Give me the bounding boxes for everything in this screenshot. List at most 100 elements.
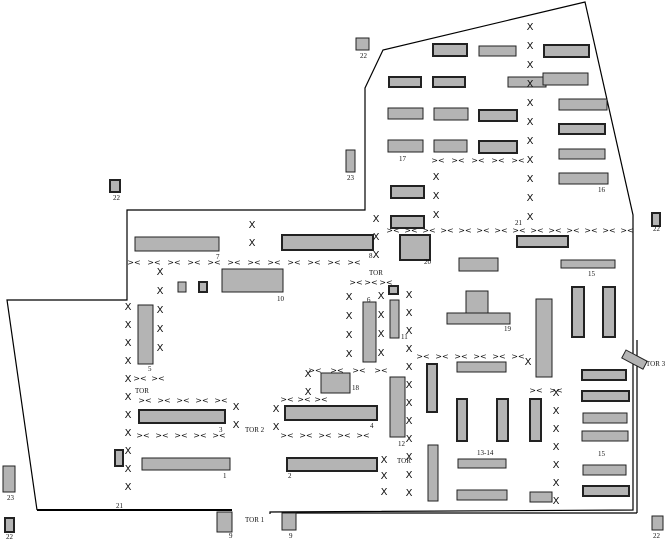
label-gate-tor-3: TOR 3 [646, 360, 666, 368]
fence-marker-vertical: X [433, 172, 440, 183]
building [427, 444, 439, 502]
building [109, 179, 121, 193]
building [465, 290, 489, 314]
label-building-23-sw: 23 [7, 494, 15, 502]
fence-marker-horizontal: >< [157, 396, 170, 405]
fence-marker-horizontal: >< [549, 386, 562, 395]
label-building-22-se: 22 [653, 532, 661, 540]
building [581, 430, 629, 442]
fence-marker-horizontal: >< [451, 156, 464, 165]
building [4, 517, 15, 533]
fence-marker-vertical: X [433, 191, 440, 202]
fence-marker-horizontal: >< [491, 156, 504, 165]
building [602, 286, 616, 338]
fence-marker-horizontal: >< [364, 278, 377, 287]
fence-marker-vertical: X [406, 398, 413, 409]
fence-marker-vertical: X [233, 420, 240, 431]
fence-marker-vertical: X [125, 482, 132, 493]
fence-marker-vertical: X [378, 329, 385, 340]
fence-marker-horizontal: >< [155, 431, 168, 440]
fence-marker-vertical: X [125, 356, 132, 367]
fence-marker-horizontal: >< [548, 226, 561, 235]
label-building-22-sw: 22 [6, 533, 14, 540]
building [388, 76, 422, 88]
fence-marker-horizontal: >< [247, 258, 260, 267]
fence-marker-horizontal: >< [212, 431, 225, 440]
building [432, 76, 466, 88]
label-building-21-upper: 21 [515, 219, 523, 227]
building [345, 149, 356, 173]
fence-marker-vertical: X [273, 422, 280, 433]
fence-marker-horizontal: >< [473, 352, 486, 361]
fence-marker-vertical: X [373, 214, 380, 225]
fence-marker-vertical: X [525, 357, 532, 368]
fence-marker-vertical: X [553, 406, 560, 417]
fence-marker-horizontal: >< [566, 226, 579, 235]
fence-marker-horizontal: >< [318, 431, 331, 440]
fence-marker-horizontal: >< [193, 431, 206, 440]
building [456, 489, 508, 501]
fence-markers: ><><><><><><><><><><><><XXXXXXXXXXXXXXXX… [125, 22, 634, 507]
fence-marker-horizontal: >< [308, 366, 321, 375]
fence-marker-horizontal: >< [327, 258, 340, 267]
label-building-22-nw: 22 [113, 194, 121, 202]
fence-marker-vertical: X [125, 392, 132, 403]
fence-marker-horizontal: >< [422, 226, 435, 235]
fence-marker-vertical: X [406, 416, 413, 427]
building [543, 44, 590, 58]
building [114, 449, 124, 467]
fence-marker-horizontal: >< [133, 374, 146, 383]
building [542, 72, 589, 86]
building [390, 215, 425, 229]
label-building-13-14: 13-14 [477, 449, 494, 457]
fence-marker-vertical: X [125, 428, 132, 439]
label-building-15-upper: 15 [588, 270, 596, 278]
fence-marker-vertical: X [553, 424, 560, 435]
building [2, 465, 16, 493]
fence-marker-horizontal: >< [416, 352, 429, 361]
building [355, 37, 370, 51]
building [651, 515, 664, 531]
fence-marker-vertical: X [125, 374, 132, 385]
fence-marker-horizontal: >< [492, 352, 505, 361]
building [387, 107, 424, 120]
fence-marker-vertical: X [527, 212, 534, 223]
fence-marker-horizontal: >< [280, 431, 293, 440]
fence-marker-horizontal: >< [297, 395, 310, 404]
fence-marker-horizontal: >< [167, 258, 180, 267]
label-building-8: 8 [369, 252, 373, 260]
building [478, 45, 517, 57]
building [390, 185, 425, 199]
label-building-20: 20 [424, 258, 432, 266]
fence-marker-horizontal: >< [127, 258, 140, 267]
building [320, 372, 351, 394]
building [535, 298, 553, 378]
fence-marker-vertical: X [373, 250, 380, 261]
building [558, 148, 606, 160]
fence-marker-horizontal: >< [356, 431, 369, 440]
building [478, 109, 518, 122]
fence-marker-horizontal: >< [379, 278, 392, 287]
fence-marker-horizontal: >< [458, 226, 471, 235]
fence-marker-horizontal: >< [471, 156, 484, 165]
fence-marker-horizontal: >< [454, 352, 467, 361]
building [216, 511, 233, 533]
fence-marker-horizontal: >< [494, 226, 507, 235]
fence-marker-vertical: X [406, 308, 413, 319]
fence-marker-vertical: X [305, 369, 312, 380]
fence-marker-vertical: X [381, 487, 388, 498]
fence-marker-horizontal: >< [374, 366, 387, 375]
building [362, 301, 377, 363]
fence-marker-vertical: X [273, 404, 280, 415]
fence-marker-horizontal: >< [347, 258, 360, 267]
perimeter-fence-west [6, 252, 128, 511]
building [582, 464, 627, 476]
building [516, 235, 569, 248]
fence-marker-vertical: X [406, 290, 413, 301]
fence-marker-horizontal: >< [435, 352, 448, 361]
fence-marker-horizontal: >< [307, 258, 320, 267]
buildings [2, 37, 664, 533]
label-building-22-east: 22 [653, 225, 661, 233]
fence-marker-vertical: X [157, 305, 164, 316]
